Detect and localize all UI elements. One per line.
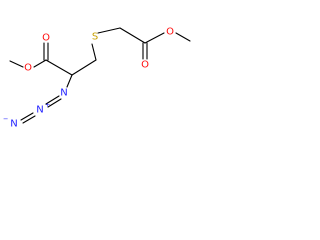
- atom-label-carbonyl-o-left: O: [42, 33, 50, 44]
- bond-alpha-azide-n1: [66, 74, 73, 88]
- atom-ester-o-right: O: [166, 27, 174, 38]
- bond-azide-n1-n2-b: [47, 98, 62, 108]
- bond-ester-o-carbonyl-c-left: [33, 59, 47, 68]
- atom-sulfur: S: [92, 32, 98, 43]
- bond-sulfur-ch2-right: [97, 27, 121, 34]
- atom-label-azide-n3: N: [10, 119, 17, 130]
- atom-azide-n2: N +: [36, 101, 50, 116]
- atom-label-carbonyl-o-right: O: [141, 60, 149, 71]
- atom-label-sulfur: S: [92, 32, 98, 43]
- charge-azide-n3: −: [3, 115, 8, 123]
- atom-label-ester-o-left: O: [24, 63, 32, 74]
- bond-carbonyl-alpha-left: [45, 59, 73, 76]
- atom-carbonyl-o-left: O: [42, 33, 50, 44]
- atom-labels: O O S O O N N + N −: [3, 27, 174, 130]
- atom-azide-n3: N −: [3, 115, 18, 130]
- bond-alpha-ch2: [71, 59, 97, 76]
- bond-azide-n1-n2-a: [45, 95, 60, 105]
- atom-ester-o-left: O: [24, 63, 32, 74]
- bond-group: [9, 27, 191, 124]
- atom-label-azide-n1: N: [60, 88, 67, 99]
- atom-azide-n1: N: [60, 88, 67, 99]
- atom-carbonyl-o-right: O: [141, 60, 149, 71]
- bond-ch2-carbonyl-right: [119, 27, 146, 44]
- bond-methyl-ester-o-left: [9, 60, 24, 68]
- charge-azide-n2: +: [45, 101, 50, 109]
- bond-ester-o-methyl-right: [175, 32, 191, 42]
- bond-azide-n2-n3-a: [20, 112, 34, 121]
- atom-label-azide-n2: N: [36, 105, 43, 116]
- bond-azide-n2-n3-b: [22, 115, 36, 124]
- bond-ch2-sulfur: [91, 43, 97, 61]
- molecule-structure: O O S O O N N + N −: [3, 27, 191, 130]
- atom-label-ester-o-right: O: [166, 27, 174, 38]
- bond-carbonyl-ester-o-right: [144, 32, 165, 44]
